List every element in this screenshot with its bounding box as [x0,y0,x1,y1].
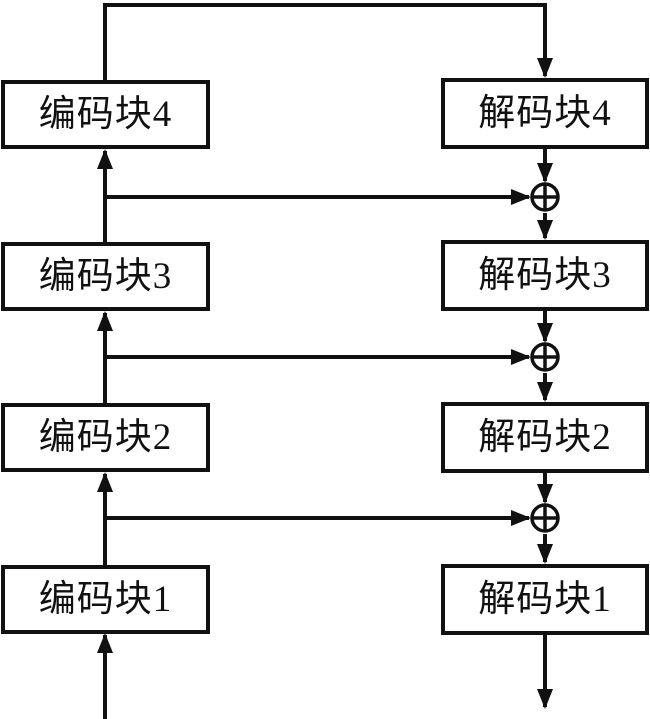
encoder-block-3: 编码块3 [1,242,210,311]
decoder-block-1-label: 解码块1 [478,579,612,620]
decoder-block-2-label: 解码块2 [478,417,612,458]
encoder-block-1: 编码块1 [1,565,210,634]
encoder-block-3-label: 编码块3 [38,256,173,297]
decoder-block-4-label: 解码块4 [478,93,612,134]
decoder-block-4: 解码块4 [441,78,649,149]
decoder-block-3-label: 解码块3 [478,255,612,296]
decoder-block-1: 解码块1 [441,564,649,635]
encoder-block-4-label: 编码块4 [38,94,173,135]
encoder-block-1-label: 编码块1 [38,579,173,620]
encoder-block-2: 编码块2 [1,403,210,472]
add-icon [530,182,560,212]
decoder-block-2: 解码块2 [441,402,649,473]
add-icon [530,342,560,372]
encoder-block-4: 编码块4 [1,80,210,149]
decoder-block-3: 解码块3 [441,240,649,311]
bridge-connector [103,3,553,80]
encoder-block-2-label: 编码块2 [38,417,173,458]
add-icon [530,503,560,533]
